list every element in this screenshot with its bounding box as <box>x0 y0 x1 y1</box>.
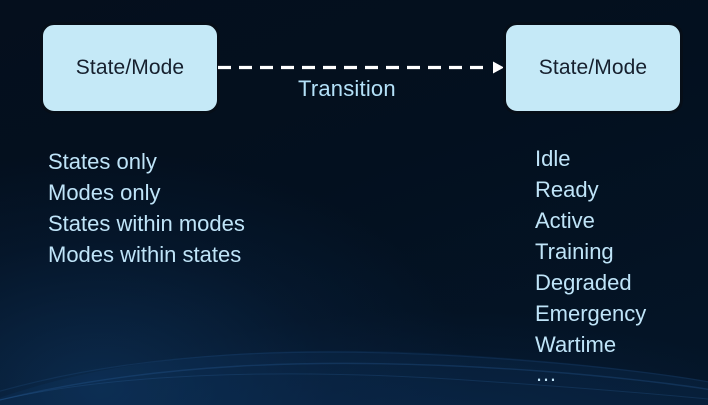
list-item: States within modes <box>48 211 245 236</box>
transition-edge[interactable] <box>218 54 508 82</box>
left-options-list: States only Modes only States within mod… <box>48 146 245 270</box>
list-item: Modes within states <box>48 242 242 267</box>
state-mode-node-target[interactable]: State/Mode <box>503 22 683 114</box>
list-item: Degraded <box>535 270 632 295</box>
node-label: State/Mode <box>538 56 648 79</box>
state-mode-node-source[interactable]: State/Mode <box>40 22 220 114</box>
node-label: State/Mode <box>75 56 185 79</box>
list-item: States only <box>48 149 157 174</box>
list-item: Wartime <box>535 332 617 357</box>
transition-label: Transition <box>298 76 396 101</box>
list-item: Training <box>535 239 614 264</box>
list-item: Idle <box>535 146 571 171</box>
list-item: Emergency <box>535 301 647 326</box>
list-item: Ready <box>535 177 599 202</box>
transition-arrowhead <box>493 61 504 74</box>
right-states-list: Idle Ready Active Training Degraded Emer… <box>535 143 646 388</box>
list-item: Modes only <box>48 180 161 205</box>
list-item-ellipsis: … <box>535 361 558 386</box>
list-item: Active <box>535 208 595 233</box>
